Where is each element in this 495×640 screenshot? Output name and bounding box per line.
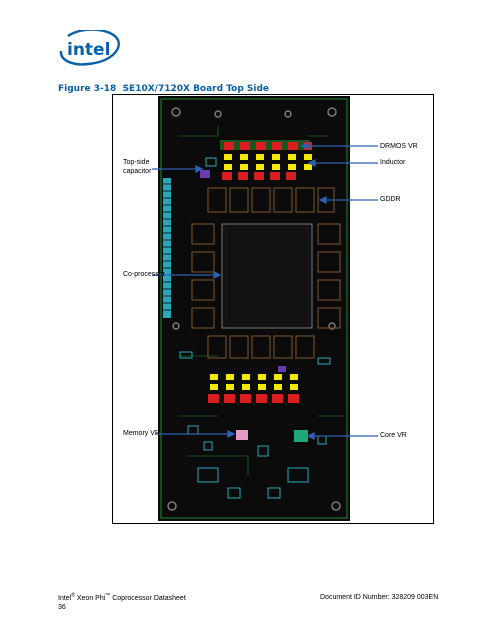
traces xyxy=(178,126,344,476)
edge-connector xyxy=(163,178,171,318)
label-gddr: GDDR xyxy=(380,196,401,203)
label-core-vr: Core VR xyxy=(380,432,407,439)
figure-number: Figure 3-18 xyxy=(58,84,117,94)
core-vr-chip xyxy=(294,430,308,442)
logo-text: intel xyxy=(67,40,110,60)
figure-caption: Figure 3-18 SE10X/7120X Board Top Side xyxy=(58,84,269,94)
footer-document-id: Document ID Number: 328209 003EN xyxy=(320,594,439,601)
label-drmos-vr: DRMOS VR xyxy=(380,143,418,150)
lower-vr-block xyxy=(208,366,299,403)
intel-logo: intel xyxy=(59,30,120,66)
footer-doc-title: Intel® Xeon Phi™ Coprocessor Datasheet xyxy=(58,592,186,602)
upper-vr-block xyxy=(200,140,312,180)
label-inductor: Inductor xyxy=(380,159,406,166)
gddr-bottom xyxy=(207,335,315,359)
coprocessor-die xyxy=(221,223,313,329)
callout-arrows xyxy=(158,141,350,441)
footer-left: Intel® Xeon Phi™ Coprocessor Datasheet 3… xyxy=(58,592,186,612)
pcb-board-image xyxy=(158,96,350,521)
label-co-processor: Co-processor xyxy=(123,271,166,278)
label-top-side-capacitor-line1: Top-side xyxy=(123,159,150,166)
label-top-side-capacitor: Top-side capacitor xyxy=(123,158,151,176)
label-top-side-capacitor-line2: capacitor xyxy=(123,168,152,175)
mounting-holes xyxy=(167,107,341,511)
figure-title: SE10X/7120X Board Top Side xyxy=(122,84,270,94)
memory-vr-chip xyxy=(236,430,248,440)
footer-page-number: 36 xyxy=(58,604,66,611)
gddr-sides xyxy=(191,223,341,329)
label-memory-vr: Memory VR xyxy=(123,430,160,437)
figure-frame xyxy=(112,94,434,524)
